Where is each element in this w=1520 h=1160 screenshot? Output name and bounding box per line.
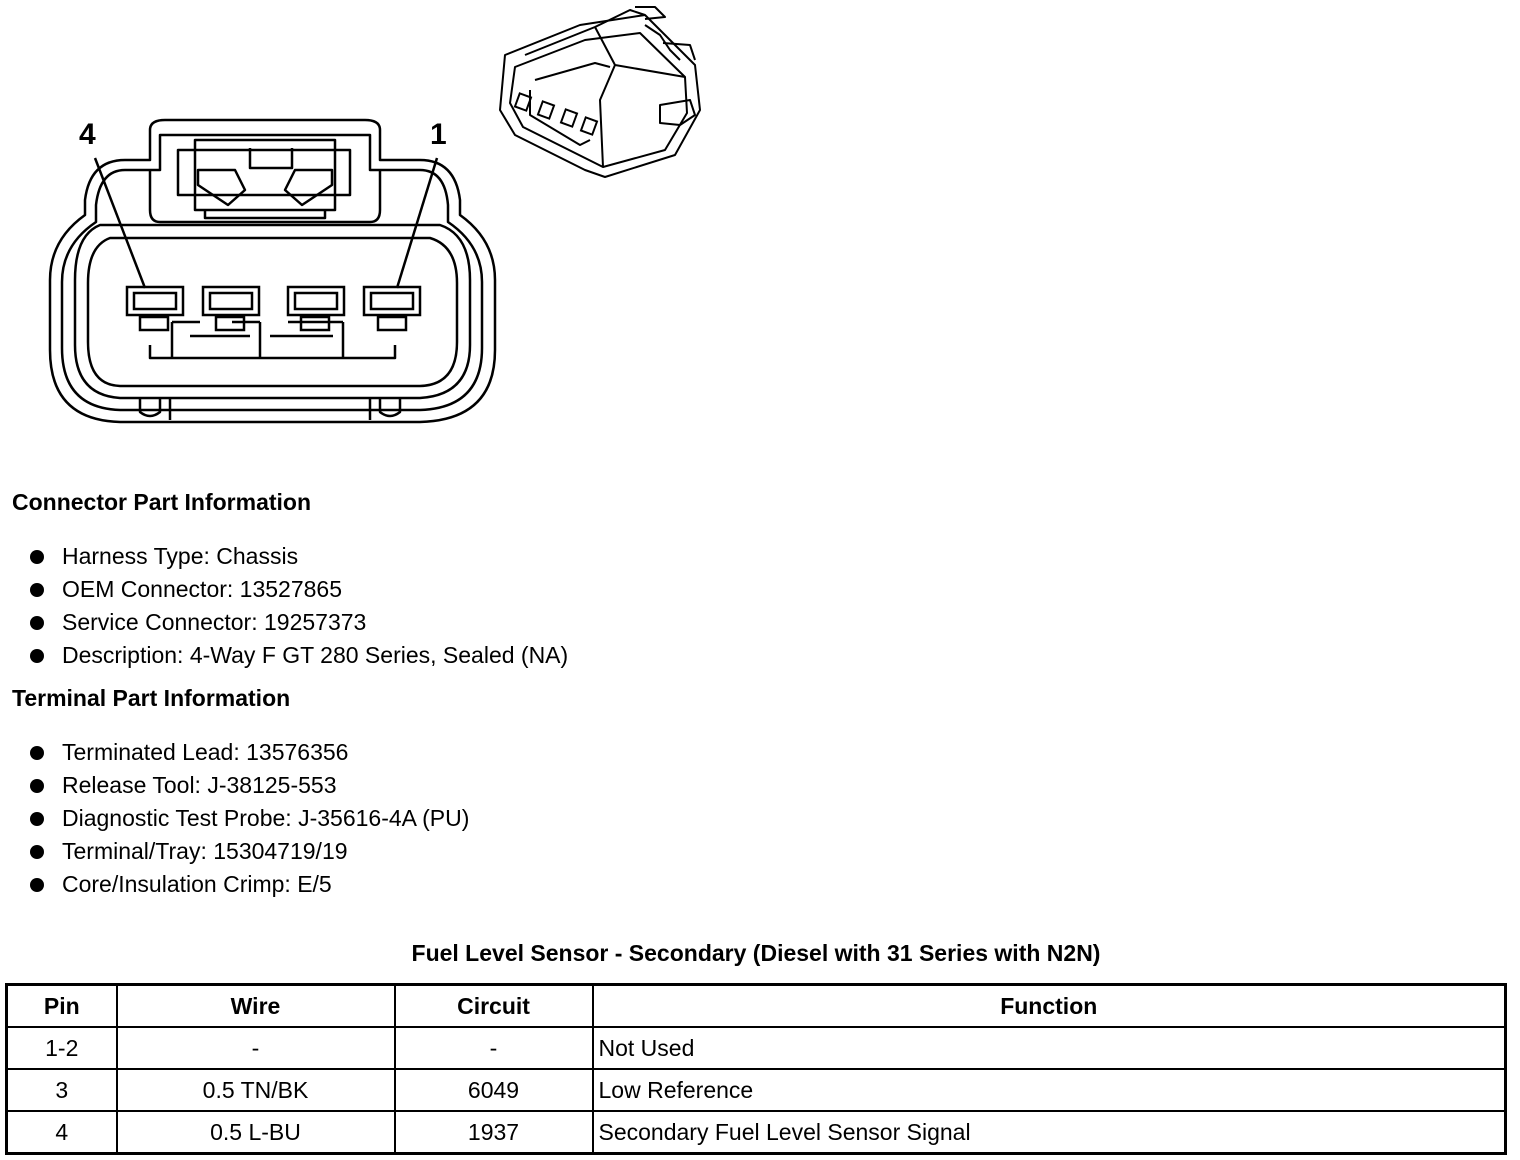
bullet-icon xyxy=(30,616,44,630)
pin-table-title: Fuel Level Sensor - Secondary (Diesel wi… xyxy=(411,940,1101,966)
bullet-icon xyxy=(30,649,44,663)
cell-pin: 4 xyxy=(5,1110,118,1155)
cell-pin: 3 xyxy=(5,1068,118,1112)
cell-wire: 0.5 TN/BK xyxy=(115,1068,396,1112)
list-item: Terminated Lead: 13576356 xyxy=(30,736,469,769)
bullet-icon xyxy=(30,878,44,892)
cell-circuit: - xyxy=(393,1026,594,1070)
bullet-icon xyxy=(30,550,44,564)
table-row: 4 0.5 L-BU 1937 Secondary Fuel Level Sen… xyxy=(5,1110,1507,1155)
list-item: Description: 4-Way F GT 280 Series, Seal… xyxy=(30,639,568,672)
cell-wire: - xyxy=(115,1026,396,1070)
bullet-icon xyxy=(30,779,44,793)
bullet-icon xyxy=(30,583,44,597)
cell-function: Secondary Fuel Level Sensor Signal xyxy=(591,1110,1507,1155)
list-item: Diagnostic Test Probe: J-35616-4A (PU) xyxy=(30,802,469,835)
cell-circuit: 1937 xyxy=(393,1110,594,1155)
cell-function: Low Reference xyxy=(591,1068,1507,1112)
pin-table: Pin Wire Circuit Function 1-2 - - Not Us… xyxy=(5,983,1507,1155)
cell-pin: 1-2 xyxy=(5,1026,118,1070)
terminal-cavity-2 xyxy=(286,285,346,317)
connector-isometric-diagram xyxy=(499,6,701,178)
terminal-cavity-3 xyxy=(201,285,261,317)
terminal-cavity-1 xyxy=(362,285,422,317)
cell-wire: 0.5 L-BU xyxy=(115,1110,396,1155)
list-item: Core/Insulation Crimp: E/5 xyxy=(30,868,469,901)
cell-function: Not Used xyxy=(591,1026,1507,1070)
column-header-wire: Wire xyxy=(115,983,396,1028)
terminal-part-info-list: Terminated Lead: 13576356 Release Tool: … xyxy=(30,736,469,901)
column-header-circuit: Circuit xyxy=(393,983,594,1028)
column-header-pin: Pin xyxy=(5,983,118,1028)
list-item: Service Connector: 19257373 xyxy=(30,606,568,639)
terminal-part-info-heading: Terminal Part Information xyxy=(12,685,291,711)
table-row: 1-2 - - Not Used xyxy=(5,1026,1507,1070)
table-row: 3 0.5 TN/BK 6049 Low Reference xyxy=(5,1068,1507,1112)
bullet-icon xyxy=(30,746,44,760)
pin-label-4: 4 xyxy=(79,118,96,151)
list-item: Harness Type: Chassis xyxy=(30,540,568,573)
leader-line-pin-1 xyxy=(395,157,439,289)
list-item: Release Tool: J-38125-553 xyxy=(30,769,469,802)
terminal-cavity-4 xyxy=(125,285,185,317)
cell-circuit: 6049 xyxy=(393,1068,594,1112)
pin-label-1: 1 xyxy=(430,118,447,151)
bullet-icon xyxy=(30,845,44,859)
bullet-icon xyxy=(30,812,44,826)
list-item: Terminal/Tray: 15304719/19 xyxy=(30,835,469,868)
table-header-row: Pin Wire Circuit Function xyxy=(5,983,1507,1028)
list-item: OEM Connector: 13527865 xyxy=(30,573,568,606)
connector-face-diagram xyxy=(48,118,497,424)
connector-part-info-list: Harness Type: Chassis OEM Connector: 135… xyxy=(30,540,568,672)
connector-part-info-heading: Connector Part Information xyxy=(12,489,312,515)
column-header-function: Function xyxy=(591,983,1507,1028)
leader-line-pin-4 xyxy=(93,157,147,289)
